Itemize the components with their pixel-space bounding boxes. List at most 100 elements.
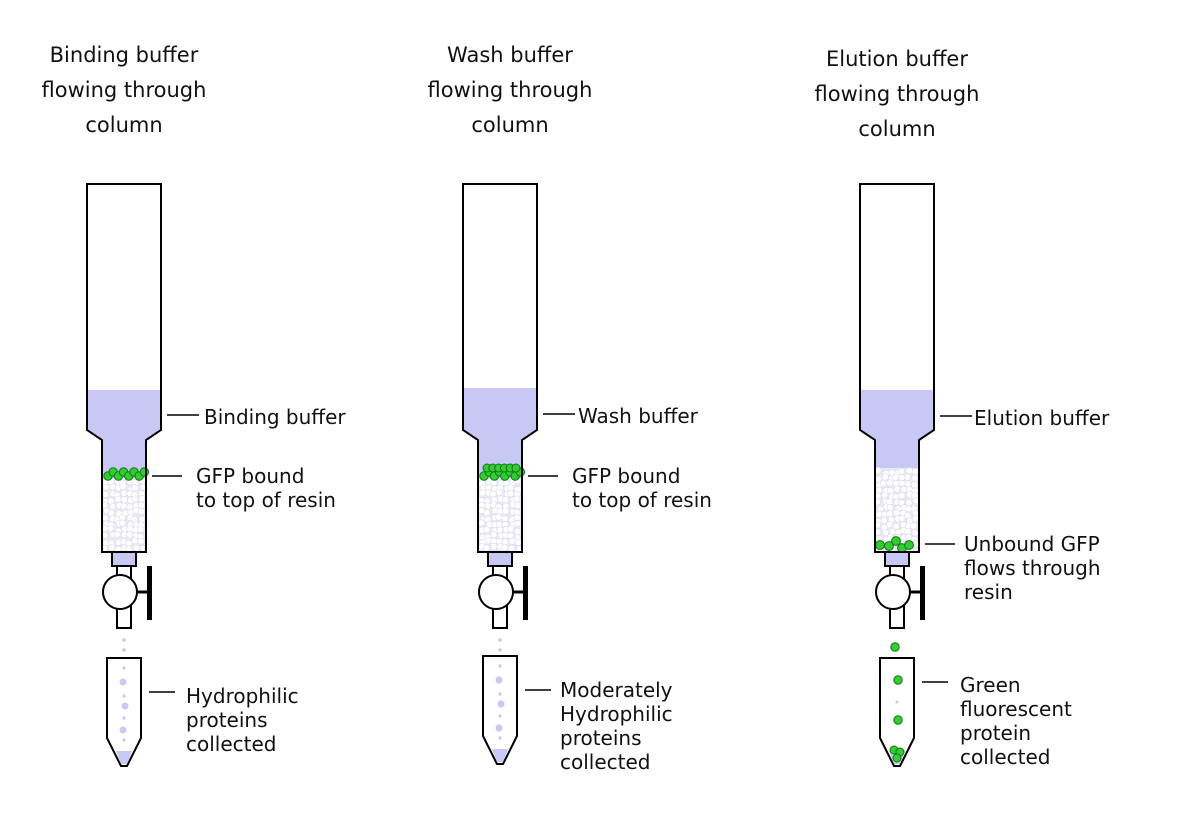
resin-bead: [131, 495, 139, 503]
resin-bead: [880, 480, 888, 488]
column-1-collection-tube: [106, 657, 142, 767]
resin-bead: [495, 513, 503, 521]
column-1-tube-liquid: [116, 751, 132, 764]
gfp-drop: [892, 753, 902, 763]
resin-bead: [880, 517, 888, 525]
resin-bead: [911, 474, 919, 482]
resin-bead: [892, 479, 900, 487]
resin-bead: [108, 544, 116, 552]
resin-bead: [137, 508, 145, 516]
resin-bead: [137, 501, 145, 509]
resin-bead: [109, 483, 117, 491]
column-3-outline: [859, 183, 935, 553]
resin-bead: [102, 490, 110, 498]
resin-bead: [126, 531, 134, 539]
resin-bead: [892, 522, 900, 530]
resin-bead: [502, 507, 510, 515]
resin-bead: [484, 537, 492, 545]
column-2-stopcock-body: [478, 574, 514, 610]
column-2-collection-tube: [482, 655, 518, 765]
resin-bead: [119, 483, 127, 491]
resin-bead: [910, 481, 918, 489]
resin-bead: [514, 520, 522, 528]
resin-bead: [514, 501, 522, 509]
resin-bead: [507, 484, 515, 492]
resin-bead: [483, 509, 491, 517]
column-1-gfp: [103, 467, 150, 481]
resin-bead: [131, 484, 139, 492]
resin-bead: [508, 537, 516, 545]
resin-bead: [484, 502, 492, 510]
resin-bead: [478, 489, 486, 497]
column-3-drops: [890, 642, 900, 652]
column-2-stopcock-handle: [523, 566, 528, 620]
resin-bead: [898, 492, 906, 500]
gfp-bead: [511, 463, 521, 473]
resin-bead: [109, 502, 117, 510]
protein-drop: [497, 700, 505, 708]
resin-bead: [502, 496, 510, 504]
resin-bead: [495, 489, 503, 497]
protein-drop: [119, 678, 127, 686]
resin-bead: [874, 475, 882, 483]
protein-drop: [498, 714, 502, 718]
resin-bead: [137, 526, 145, 534]
protein-drop: [498, 736, 502, 740]
drop: [122, 648, 126, 652]
column-3-apparatus: [859, 183, 972, 767]
column-1-stopcock-handle: [147, 566, 152, 620]
column-2-resin: [477, 477, 523, 553]
resin-bead: [501, 515, 509, 523]
resin-bead: [513, 514, 521, 522]
resin-bead: [138, 515, 146, 523]
resin-bead: [131, 537, 139, 545]
protein-drop: [119, 726, 127, 734]
resin-bead: [904, 480, 912, 488]
column-3-gfp: [875, 536, 914, 553]
resin-bead: [881, 473, 889, 481]
gfp-bead: [139, 467, 150, 477]
resin-bead: [904, 473, 912, 481]
protein-drop: [498, 692, 502, 696]
resin-bead: [508, 545, 516, 553]
column-2-gfp: [479, 463, 526, 481]
resin-bead: [892, 473, 900, 481]
column-1-resin: [101, 477, 147, 553]
protein-drop: [121, 702, 129, 710]
column-1-apparatus: [86, 183, 199, 767]
resin-bead: [120, 489, 128, 497]
resin-bead: [113, 531, 121, 539]
column-2-buffer-label: Wash buffer: [578, 404, 698, 428]
column-2-outlet-top: [487, 551, 513, 567]
resin-bead: [911, 515, 919, 523]
gfp-bead: [891, 536, 901, 546]
protein-drop: [895, 700, 899, 704]
resin-bead: [507, 490, 515, 498]
resin-bead: [886, 479, 894, 487]
resin-bead: [489, 490, 497, 498]
column-1-drops: [122, 638, 126, 652]
resin-bead: [513, 495, 521, 503]
resin-bead: [507, 525, 515, 533]
resin-bead: [477, 519, 485, 527]
resin-bead: [501, 543, 509, 551]
drop: [498, 648, 502, 652]
resin-bead: [905, 533, 913, 541]
protein-drop: [122, 666, 126, 670]
resin-bead: [898, 473, 906, 481]
drop: [498, 638, 502, 642]
column-3-tube-contents: [889, 675, 905, 763]
resin-bead: [898, 479, 906, 487]
resin-bead: [886, 510, 894, 518]
gfp-bead: [875, 540, 885, 550]
resin-bead: [911, 468, 919, 476]
resin-bead: [120, 502, 128, 510]
resin-bead: [483, 526, 491, 534]
column-1-tube-contents: [119, 666, 129, 742]
